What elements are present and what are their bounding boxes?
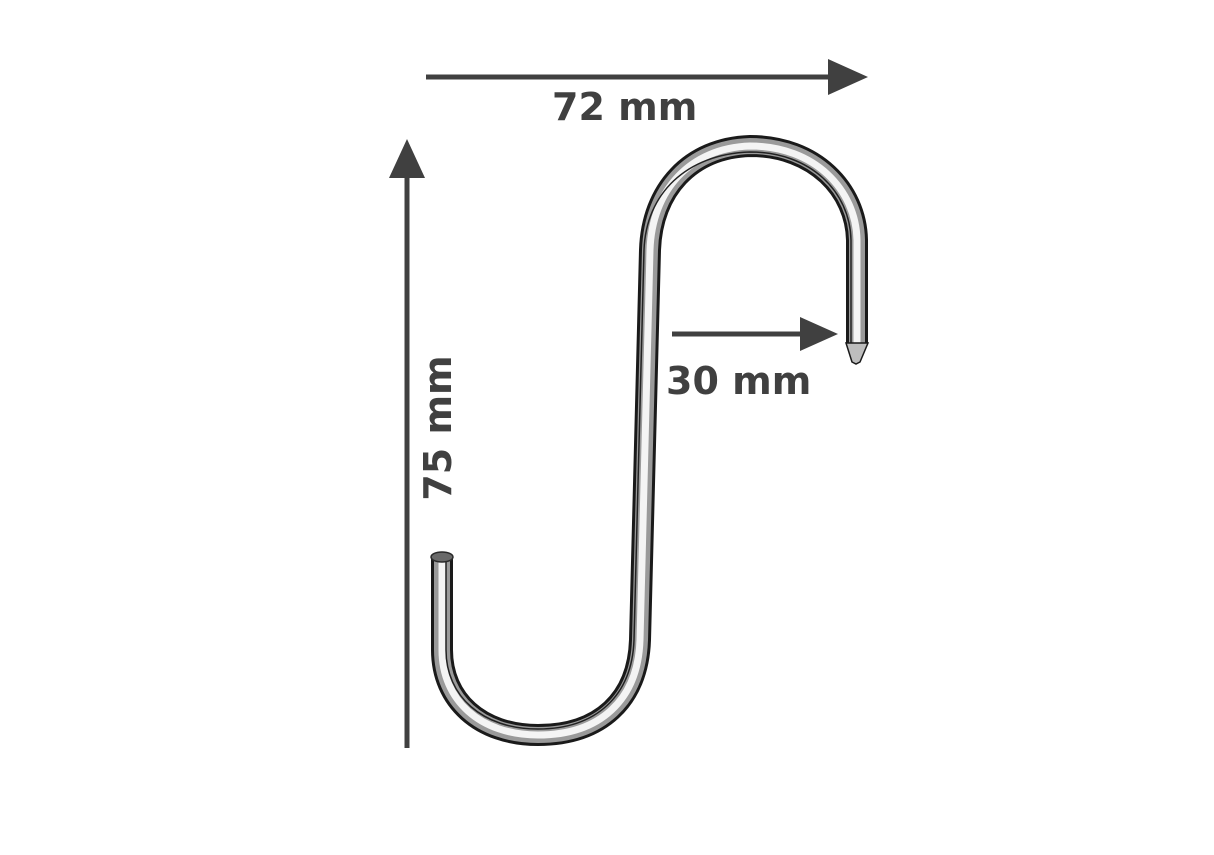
hook-opening-arrow: [672, 317, 838, 351]
width-label: 72 mm: [552, 85, 698, 129]
width-arrow: [426, 59, 868, 95]
s-hook-image: [430, 134, 870, 747]
height-label: 75 mm: [416, 355, 460, 501]
height-arrow: [389, 139, 425, 748]
hook-opening-label: 30 mm: [666, 359, 812, 403]
